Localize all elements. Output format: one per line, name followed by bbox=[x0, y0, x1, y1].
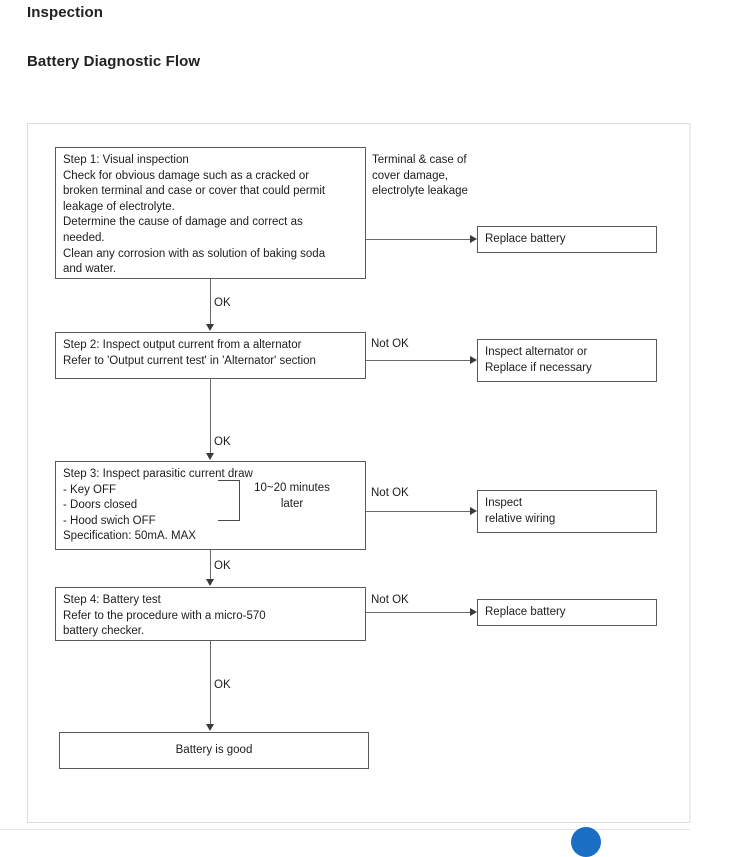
arrowhead-step2-branch bbox=[470, 356, 477, 364]
result-box-replace-battery-2: Replace battery bbox=[477, 599, 657, 626]
branch-label-ok-step2: OK bbox=[214, 436, 231, 448]
terminal-condition-annotation: Terminal & case of cover damage, electro… bbox=[372, 154, 468, 198]
branch-label-not-ok-step2: Not OK bbox=[371, 338, 409, 350]
branch-label-ok-step4: OK bbox=[214, 679, 231, 691]
flow-step-2-box: Step 2: Inspect output current from a al… bbox=[55, 332, 366, 379]
arrowhead-step3-branch bbox=[470, 507, 477, 515]
branch-label-ok-step3: OK bbox=[214, 560, 231, 572]
bottom-divider bbox=[0, 829, 690, 830]
result-box-replace-battery-1: Replace battery bbox=[477, 226, 657, 253]
connector-step1-to-replace-battery bbox=[366, 239, 471, 240]
connector-step4-to-result bbox=[210, 641, 211, 725]
arrowhead-step3-entry bbox=[206, 579, 214, 586]
section-title: Battery Diagnostic Flow bbox=[27, 53, 201, 70]
branch-label-ok-step1: OK bbox=[214, 297, 231, 309]
connector-step1-to-step2 bbox=[210, 279, 211, 325]
flow-step-1-box: Step 1: Visual inspection Check for obvi… bbox=[55, 147, 366, 279]
result-box-battery-is-good: Battery is good bbox=[59, 732, 369, 769]
branch-label-not-ok-step4: Not OK bbox=[371, 594, 409, 606]
vertical-scrollbar[interactable] bbox=[689, 123, 691, 823]
arrowhead-step1-branch bbox=[470, 235, 477, 243]
flow-step-4-box: Step 4: Battery test Refer to the proced… bbox=[55, 587, 366, 641]
step-3-timing-note: 10~20 minutes later bbox=[254, 482, 330, 510]
connector-step2-to-step3 bbox=[210, 379, 211, 454]
connector-step4-to-replace-battery bbox=[366, 612, 471, 613]
connector-step3-to-inspect-wiring bbox=[366, 511, 471, 512]
connector-step2-to-inspect-alternator bbox=[366, 360, 471, 361]
floating-action-button[interactable] bbox=[571, 827, 601, 857]
branch-label-not-ok-step3: Not OK bbox=[371, 487, 409, 499]
arrowhead-step1-to-step2 bbox=[206, 324, 214, 331]
arrowhead-step2-to-step3 bbox=[206, 453, 214, 460]
flow-step-3-box: Step 3: Inspect parasitic current draw -… bbox=[55, 461, 366, 550]
diagram-container: Step 1: Visual inspection Check for obvi… bbox=[27, 123, 690, 823]
arrowhead-step4-branch bbox=[470, 608, 477, 616]
connector-step3-entry bbox=[210, 550, 211, 580]
page-title: Inspection bbox=[27, 4, 104, 21]
step-3-grouping-bracket bbox=[218, 480, 240, 521]
result-box-inspect-wiring: Inspect relative wiring bbox=[477, 490, 657, 533]
result-box-inspect-alternator: Inspect alternator or Replace if necessa… bbox=[477, 339, 657, 382]
arrowhead-step4-to-result bbox=[206, 724, 214, 731]
